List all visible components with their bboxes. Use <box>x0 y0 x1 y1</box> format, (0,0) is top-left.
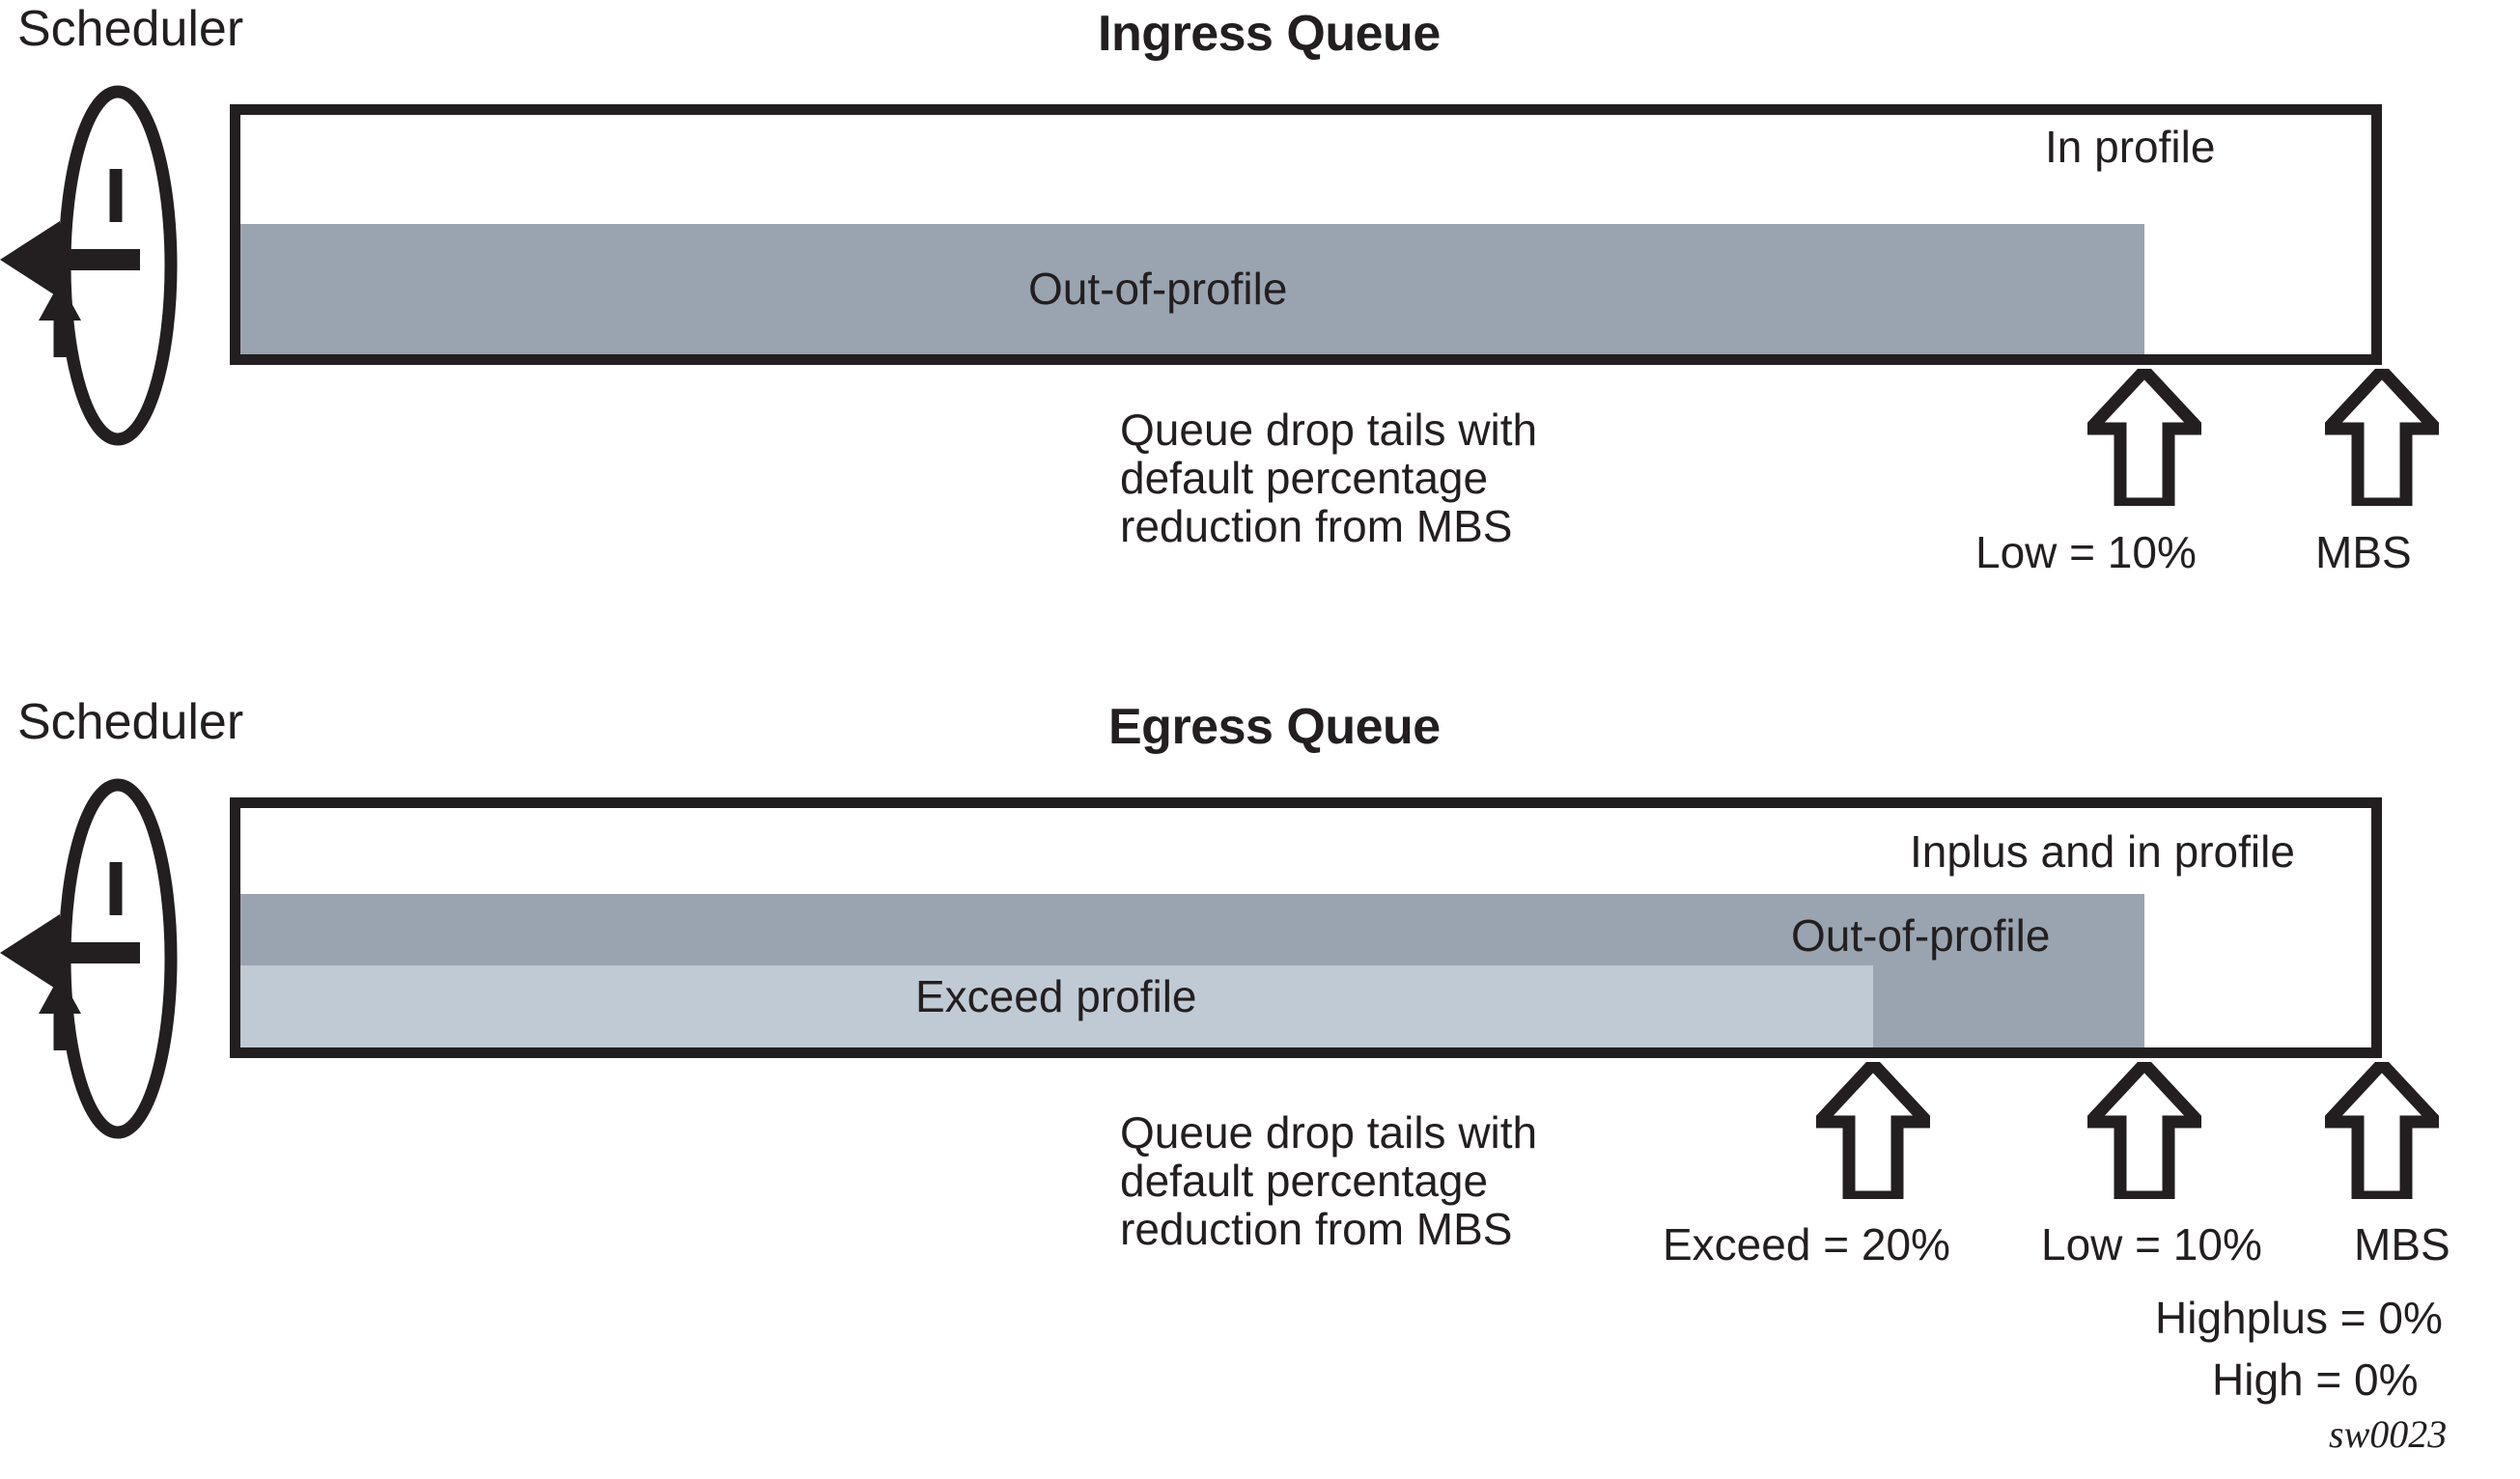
ingress-marker-label-mbs: MBS <box>2315 527 2412 577</box>
egress-threshold-highplus: Highplus = 0% <box>2155 1293 2443 1343</box>
egress-marker-label-mbs: MBS <box>2354 1219 2450 1270</box>
figure-id-label: sw0023 <box>2329 1412 2448 1456</box>
egress-marker-label-low: Low = 10% <box>2041 1219 2262 1270</box>
ingress-note: Queue drop tails with default percentage… <box>1120 405 1537 550</box>
ingress-scheduler-label: Scheduler <box>17 1 244 57</box>
egress-note-line-2: default percentage <box>1120 1156 1489 1206</box>
egress-marker-label-exceed: Exceed = 20% <box>1663 1219 1950 1270</box>
scheduler-icon-ingress <box>0 77 222 454</box>
egress-note-line-1: Queue drop tails with <box>1120 1107 1538 1158</box>
egress-out-of-profile-label: Out-of-profile <box>1791 910 2051 961</box>
up-arrow-icon-egress-mbs <box>2325 1062 2439 1199</box>
ingress-note-line-1: Queue drop tails with <box>1120 405 1538 455</box>
egress-exceed-profile-label: Exceed profile <box>915 971 1197 1021</box>
ingress-out-of-profile-label: Out-of-profile <box>1028 264 1288 314</box>
ingress-out-of-profile-bar <box>240 224 2144 354</box>
ingress-note-line-3: reduction from MBS <box>1120 501 1513 551</box>
scheduler-icon-egress <box>0 770 222 1147</box>
egress-exceed-profile-bar <box>240 965 1873 1047</box>
egress-scheduler-label: Scheduler <box>17 694 244 750</box>
egress-title: Egress Queue <box>1108 699 1441 755</box>
ingress-in-profile-label: In profile <box>2045 122 2216 172</box>
egress-threshold-high: High = 0% <box>2212 1354 2419 1405</box>
ingress-marker-label-low: Low = 10% <box>1975 527 2197 577</box>
up-arrow-icon-egress-exceed <box>1816 1062 1930 1199</box>
egress-note: Queue drop tails with default percentage… <box>1120 1108 1537 1253</box>
up-arrow-icon-ingress-low <box>2087 369 2201 506</box>
egress-inplus-label: Inplus and in profile <box>1910 826 2295 877</box>
ingress-note-line-2: default percentage <box>1120 453 1489 503</box>
up-arrow-icon-ingress-mbs <box>2325 369 2439 506</box>
up-arrow-icon-egress-low <box>2087 1062 2201 1199</box>
egress-note-line-3: reduction from MBS <box>1120 1204 1513 1254</box>
ingress-title: Ingress Queue <box>1098 6 1441 62</box>
